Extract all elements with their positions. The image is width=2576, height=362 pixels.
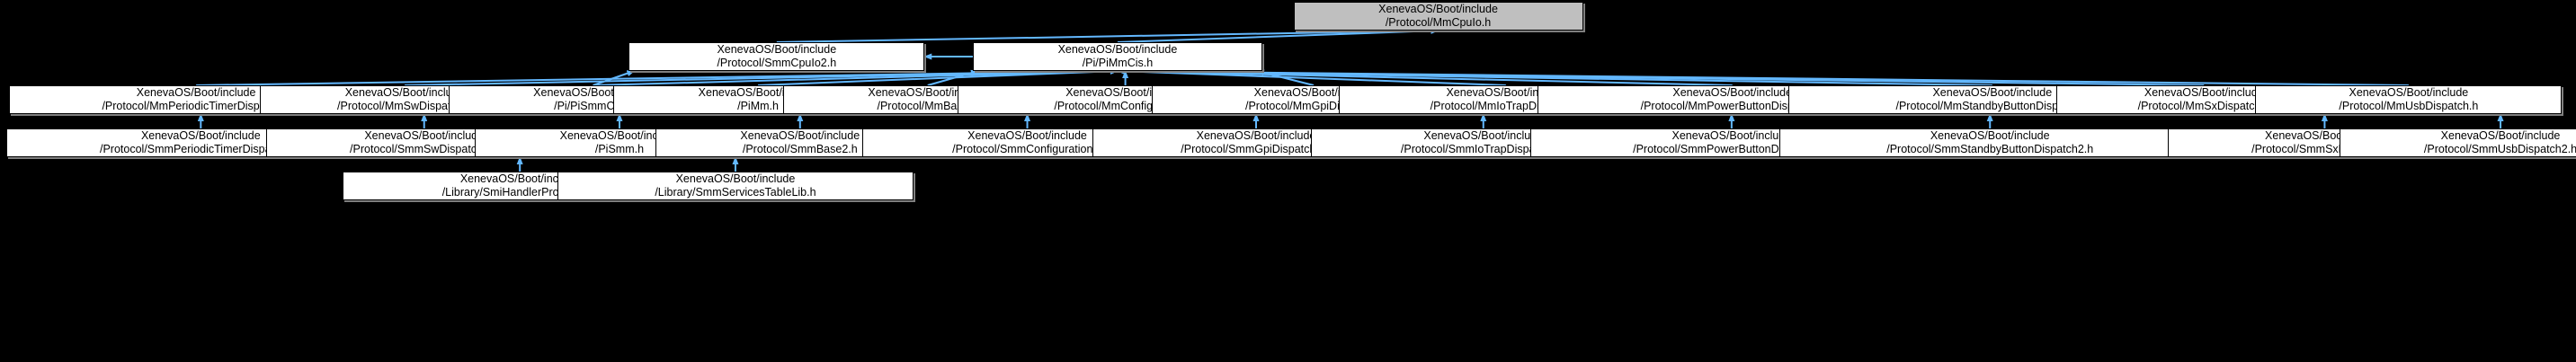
graph-edge [1255,69,1315,86]
node-label-line1: XenevaOS/Boot/include [740,129,860,142]
node-label-line1: XenevaOS/Boot/include [2144,86,2264,99]
node-label-line1: XenevaOS/Boot/include [2349,86,2469,99]
node-label-line2: /Protocol/MmCpuIo.h [1385,16,1492,29]
node-label-line1: XenevaOS/Boot/include [2440,129,2561,142]
node-label-line2: /Protocol/SmmBase2.h [742,143,858,155]
node-label-line1: XenevaOS/Boot/include [675,172,796,185]
node-label-line2: /Protocol/MmSxDispatch.h [2137,100,2270,112]
graph-edge [593,67,1119,86]
node-label-line1: XenevaOS/Boot/include [1930,129,2050,142]
node-label-line2: /Protocol/SmmGpiDispatch2.h [1181,143,1332,155]
node-label-line1: XenevaOS/Boot/include [1378,3,1498,15]
graph-edge [593,70,636,86]
node-label-line1: XenevaOS/Boot/include [717,43,837,56]
graph-node[interactable]: XenevaOS/Boot/include/Protocol/SmmCpuIo2… [628,42,925,71]
node-label-line2: /Protocol/SmmCpuIo2.h [717,57,837,69]
graph-node[interactable]: XenevaOS/Boot/include/Protocol/MmUsbDisp… [2255,85,2563,114]
node-label-line1: XenevaOS/Boot/include [1672,86,1793,99]
graph-edge [405,67,1119,86]
node-label-line2: /Protocol/SmmUsbDispatch2.h [2423,143,2576,155]
graph-node[interactable]: XenevaOS/Boot/include/Protocol/SmmUsbDis… [2339,128,2576,157]
graph-node[interactable]: XenevaOS/Boot/include/Protocol/SmmStandb… [1778,128,2201,157]
graph-edge [758,67,1119,86]
node-label-line1: XenevaOS/Boot/include [1196,129,1316,142]
node-label-line2: /PiSmm.h [594,143,645,155]
node-label-line2: /PiMm.h [737,100,779,112]
graph-node-root[interactable]: XenevaOS/Boot/include/Protocol/MmCpuIo.h [1293,2,1583,31]
node-label-line1: XenevaOS/Boot/include [1932,86,2053,99]
graph-edge [1116,67,2205,86]
graph-edge [1116,67,1506,86]
graph-edge [196,67,1119,86]
graph-edge [1116,67,1733,86]
node-label-line2: /Protocol/SmmConfiguration.h [952,143,1102,155]
node-label-line1: XenevaOS/Boot/include [1423,129,1544,142]
graph-node[interactable]: XenevaOS/Boot/include/Pi/PiMmCis.h [972,42,1262,71]
node-label-line2: /Pi/PiMmCis.h [1082,57,1154,69]
graph-edge [1116,67,2409,86]
node-label-line1: XenevaOS/Boot/include [1671,129,1792,142]
graph-edge [1117,27,1440,43]
node-label-line1: XenevaOS/Boot/include [136,86,256,99]
graph-edge [927,69,979,86]
node-label-line1: XenevaOS/Boot/include [967,129,1087,142]
graph-edge [1116,67,1992,86]
node-label-line2: /Library/SmmServicesTableLib.h [655,186,816,199]
node-label-line1: XenevaOS/Boot/include [140,129,261,142]
node-label-line1: XenevaOS/Boot/include [1057,43,1178,56]
graph-edge [776,27,1440,43]
node-label-line1: XenevaOS/Boot/include [364,129,485,142]
graph-node[interactable]: XenevaOS/Boot/include/Library/SmmService… [557,172,914,200]
node-label-line1: XenevaOS/Boot/include [344,86,465,99]
node-label-line2: /Protocol/SmmStandbyButtonDispatch2.h [1886,143,2094,155]
node-label-line2: /Protocol/MmUsbDispatch.h [2339,100,2479,112]
